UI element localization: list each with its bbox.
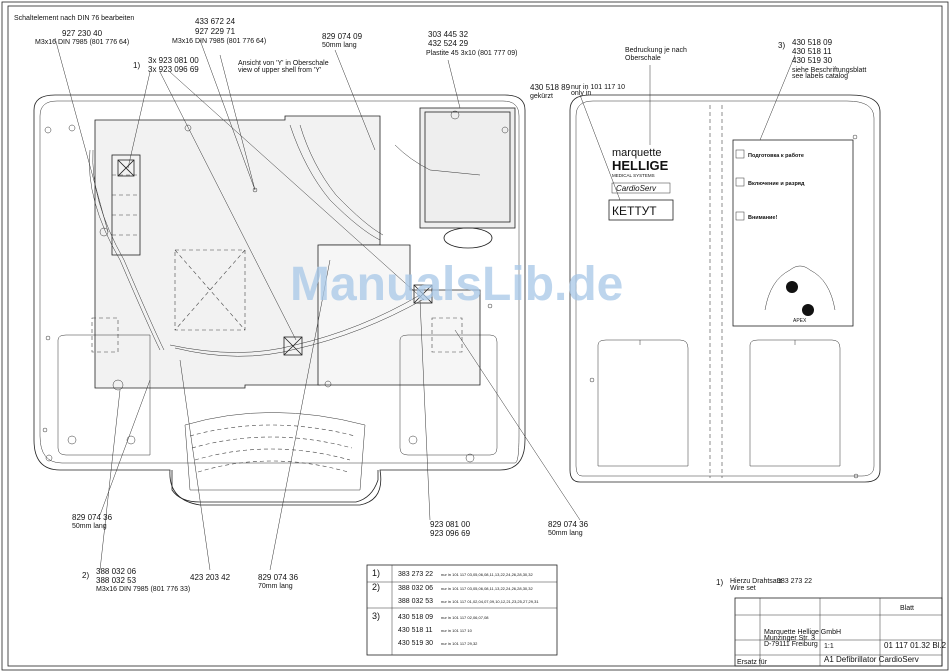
callout-70mm: 70mm lang xyxy=(258,583,293,590)
step3-title: Внимание! xyxy=(748,215,777,221)
table-row-part: 430 518 11 xyxy=(398,627,433,634)
table-row-note: nur in 101 117 03,05,06,08,11,13,22,24,2… xyxy=(441,572,533,577)
drawing-number: 01 117 01.32 Bl.2 xyxy=(884,641,947,650)
brand-marquette: marquette xyxy=(612,147,662,159)
mark-2-bottom: 2) xyxy=(82,571,89,580)
note-bedruckung: Bedruckung je nach xyxy=(625,47,687,54)
callout-texts: Schaltelement nach DIN 76 bearbeiten 927… xyxy=(14,15,947,666)
left-shell-view xyxy=(33,94,526,506)
callout-3x-923-096-69: 3x 923 096 69 xyxy=(148,65,199,74)
company-city: D-79111 Freiburg xyxy=(764,641,818,648)
company-street: Munzinger Str. 3 xyxy=(764,635,815,642)
callout-927-229-71: 927 229 71 xyxy=(195,27,236,36)
table-row-mark: 1) xyxy=(372,568,380,578)
leader-lines xyxy=(54,37,796,571)
table-row-part: 388 032 06 xyxy=(398,585,433,592)
table-row-note: nur in 101 117 29,32 xyxy=(441,641,478,646)
table-row-part: 430 518 09 xyxy=(398,614,433,621)
table-row-note: nur in 101 117 02,06,07,08 xyxy=(441,615,489,620)
callout-923-081-00: 923 081 00 xyxy=(430,520,471,529)
callout-423-203-42: 423 203 42 xyxy=(190,573,231,582)
callout-829-074-09: 829 074 09 xyxy=(322,32,363,41)
note-nur-in: nur in 101 117 10 xyxy=(571,84,625,91)
view-note-de: Ansicht von 'Y' in Oberschale xyxy=(238,60,329,67)
watermark: ManualsLib.de xyxy=(290,258,623,311)
table-row-part: 430 519 30 xyxy=(398,640,433,647)
right-shell-view xyxy=(569,94,881,483)
callout-430-518-89: 430 518 89 xyxy=(530,83,571,92)
callout-388-032-53: 388 032 53 xyxy=(96,576,137,585)
step2-title: Включение и разряд xyxy=(748,181,805,187)
callout-433-672-24: 433 672 24 xyxy=(195,17,236,26)
callout-829-074-36-a: 829 074 36 xyxy=(72,513,113,522)
table-row-note: nur in 101 117 10 xyxy=(441,628,473,633)
footnote-wire: Wire set xyxy=(730,585,756,592)
note-only-in: only in xyxy=(571,90,591,97)
step1-title: Подготовка к работе xyxy=(748,152,804,159)
callout-829-074-36-b: 829 074 36 xyxy=(258,573,299,582)
table-row-part: 388 032 53 xyxy=(398,598,433,605)
callout-3x-923-081-00: 3x 923 081 00 xyxy=(148,56,199,65)
drawing-scale: 1:1 xyxy=(824,643,834,650)
note-labels-catalog: see labels catalog xyxy=(792,73,848,80)
table-row-note: nur in 101 117 01,02,04,07,09,10,12,21,2… xyxy=(441,599,539,604)
mark-3-top: 3) xyxy=(778,41,785,50)
callout-388-032-06: 388 032 06 xyxy=(96,567,137,576)
ersatz-label: Ersatz für xyxy=(737,659,768,666)
instruction-panel xyxy=(732,139,854,327)
view-note-en: view of upper shell from 'Y' xyxy=(238,67,321,74)
parts-table-frame xyxy=(366,564,558,656)
callout-923-096-69: 923 096 69 xyxy=(430,529,471,538)
note-top: Schaltelement nach DIN 76 bearbeiten xyxy=(14,15,134,22)
title-block-frame xyxy=(734,597,943,667)
note-beschriftung: siehe Beschriftungsblatt xyxy=(792,67,866,74)
callout-50mm: 50mm lang xyxy=(322,42,357,49)
product-cardioserv: CardioServ xyxy=(616,184,657,193)
table-row-mark: 2) xyxy=(372,582,380,592)
callout-432-524-29: 432 524 29 xyxy=(428,39,469,48)
company-name: Marquette Hellige GmbH xyxy=(764,629,841,636)
cyrillic-badge-text: КЕТТУТ xyxy=(612,204,657,218)
apex-label: APEX xyxy=(793,318,807,324)
callout-303-445-32: 303 445 32 xyxy=(428,30,469,39)
table-row-mark: 3) xyxy=(372,611,380,621)
brand-hellige: HELLIGE xyxy=(612,158,669,173)
callout-430-518-09: 430 518 09 xyxy=(792,38,833,47)
note-gekuerzt: gekürzt xyxy=(530,93,553,100)
table-row-part: 383 273 22 xyxy=(398,571,433,578)
sheet-label: Blatt xyxy=(900,605,914,612)
callout-m3x16-1: M3x16 DIN 7985 (801 776 64) xyxy=(35,39,129,46)
callout-m3x16-3: M3x16 DIN 7985 (801 776 33) xyxy=(96,586,190,593)
brand-medical-systems: MEDICAL SYSTEMS xyxy=(612,173,655,178)
mark-1-top: 1) xyxy=(133,61,140,70)
cyrillic-badge xyxy=(608,199,674,221)
table-row-note: nur in 101 117 03,05,06,08,11,13,22,24,2… xyxy=(441,586,533,591)
callout-927-230-40: 927 230 40 xyxy=(62,29,103,38)
drawing-title: Defibrillator CardioServ xyxy=(836,655,919,664)
footnote-text: Hierzu Drahtsatz xyxy=(730,578,783,585)
footnote-mark: 1) xyxy=(716,578,723,587)
callout-829-074-36-c: 829 074 36 xyxy=(548,520,589,529)
sheet-format: A1 xyxy=(824,655,834,664)
footnote-num: 383 273 22 xyxy=(777,578,812,585)
parts-table: 1) 383 273 22 nur in 101 117 03,05,06,08,1… xyxy=(372,568,539,647)
callout-50mm-a: 50mm lang xyxy=(72,523,107,530)
note-oberschale: Oberschale xyxy=(625,55,661,62)
capacitor-bank xyxy=(111,154,141,256)
callout-50mm-c: 50mm lang xyxy=(548,530,583,537)
callout-430-519-30: 430 519 30 xyxy=(792,56,833,65)
callout-plastite: Plastite 45 3x10 (801 777 09) xyxy=(426,50,517,57)
callout-430-518-11: 430 518 11 xyxy=(792,47,832,56)
callout-m3x16-2: M3x16 DIN 7985 (801 776 64) xyxy=(172,38,266,45)
inner-border xyxy=(7,5,943,667)
